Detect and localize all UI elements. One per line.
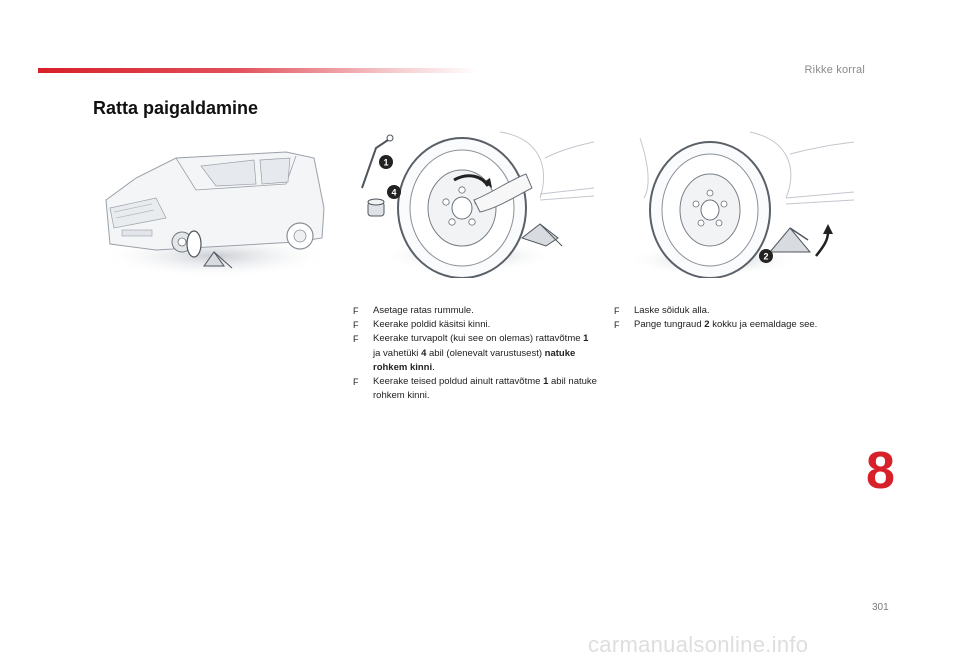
jack-lowering-illustration: 2 [610,128,854,278]
instruction-text: Keerake teised poldud ainult rattavõtme [373,376,544,388]
instruction-text: abil (olenevalt varustusest) [426,347,545,359]
callout-4: 4 [391,188,396,198]
instruction-text: kokku ja eemaldage see. [709,319,818,331]
checkbox-bullet-icon: F [614,320,620,331]
instruction-text: Laske sõiduk alla. [634,305,710,316]
right-instructions: F Laske sõiduk alla. F Pange tungraud 2 kok… [614,304,864,332]
page-number: 301 [872,602,889,613]
section-label: Rikke korral [804,64,865,76]
instruction-text: ja vahetüki [373,347,422,359]
instruction-emphasis: 1 [543,376,549,388]
instruction-text: . [432,361,435,373]
checkbox-bullet-icon: F [614,306,620,316]
instruction-text: abil natuke rohkem kinni. [373,376,597,402]
instruction-text: Asetage ratas rummule. [373,305,474,316]
instruction-item: F Laske sõiduk alla. [614,304,864,318]
instruction-item: F Asetage ratas rummule. [353,304,598,318]
instruction-emphasis: 4 [421,347,427,359]
instruction-text: Pange tungraud [634,319,705,331]
checkbox-bullet-icon: F [353,334,359,345]
watermark: carmanualsonline.info [588,632,809,657]
callout-1: 1 [383,158,388,168]
instruction-item: F Keerake turvapolt (kui see on olemas) r… [353,332,598,375]
instruction-text: Keerake poldid käsitsi kinni. [373,319,491,331]
checkbox-bullet-icon: F [353,377,359,388]
instruction-text: Keerake turvapolt (kui see on olemas) ra… [373,333,584,345]
chapter-number: 8 [866,442,895,500]
checkbox-bullet-icon: F [353,320,359,331]
instruction-item: F Keerake poldid käsitsi kinni. [353,318,598,332]
page-title: Ratta paigaldamine [93,98,259,118]
instruction-emphasis: 1 [583,333,589,345]
left-instruction-list: F Asetage ratas rummule. F Keerake poldid k… [353,304,598,403]
instruction-item: F Pange tungraud 2 kokku ja eemaldage see… [614,318,864,332]
instruction-emphasis: 2 [704,319,710,331]
wheel-tightening-illustration: 1 4 [350,128,594,278]
callout-2: 2 [763,252,768,262]
header-accent-bar [38,68,478,73]
instruction-item: F Keerake teised poldud ainult rattavõtme… [353,375,598,403]
checkbox-bullet-icon: F [353,306,359,316]
left-instructions: F Asetage ratas rummule. F Keerake poldid k… [353,304,598,403]
instruction-emphasis: natuke rohkem kinni [373,347,576,373]
right-instruction-list: F Laske sõiduk alla. F Pange tungraud 2 kok… [614,304,864,332]
van-with-jack-illustration [96,138,332,288]
